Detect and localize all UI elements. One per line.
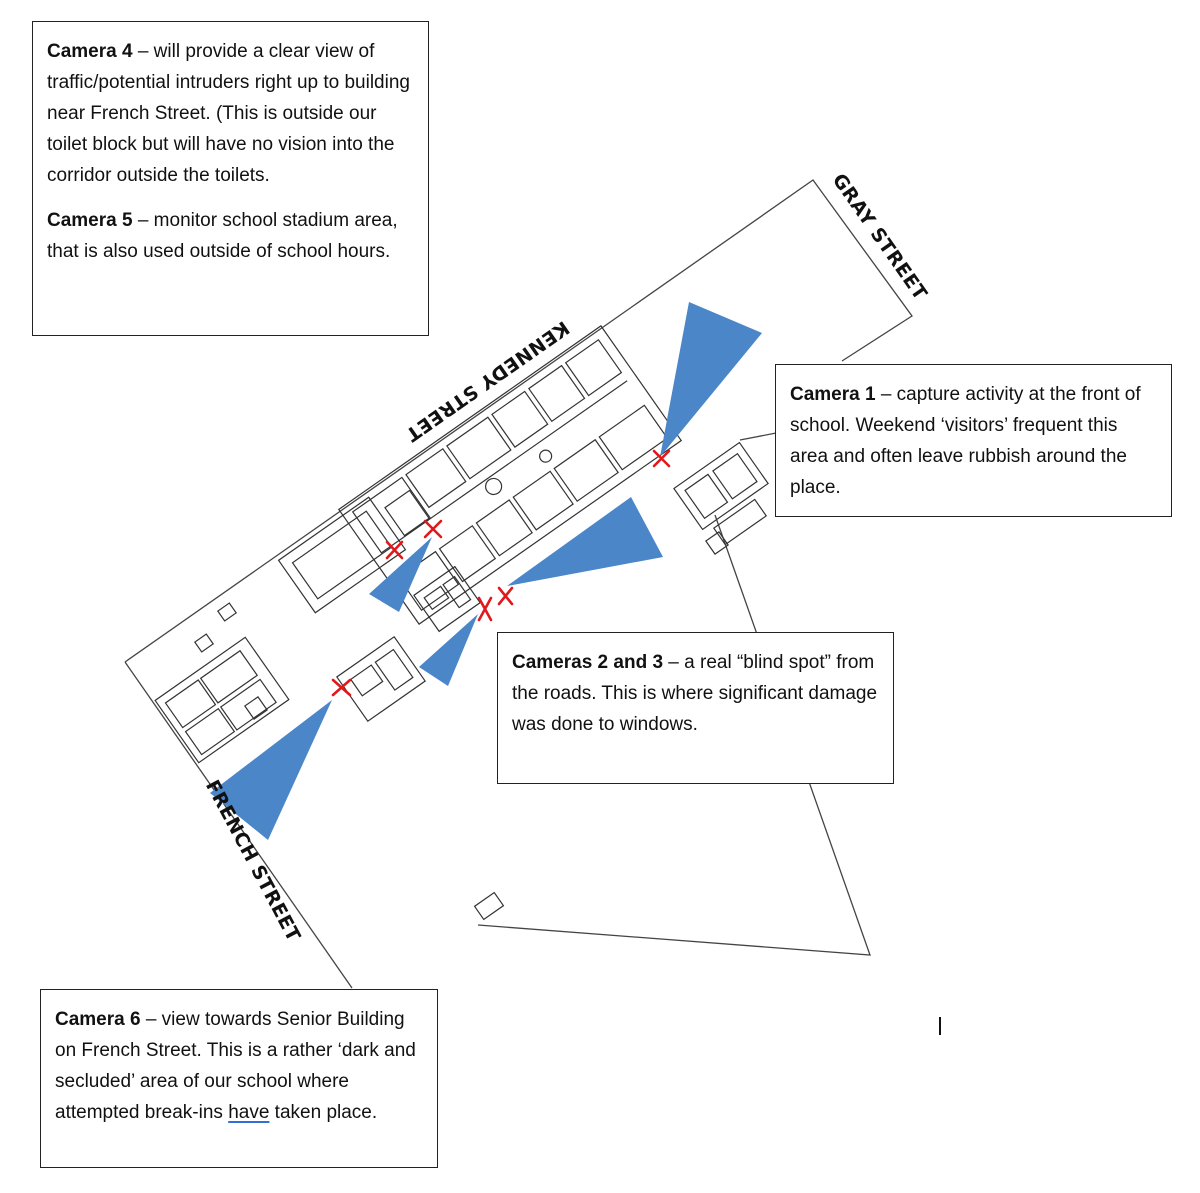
camera-markers xyxy=(331,449,671,697)
camera-1-marker xyxy=(652,449,671,468)
camera-1-text: – capture activity at the front of schoo… xyxy=(790,384,1141,498)
text-cursor xyxy=(939,1017,941,1035)
camera-5-label: Camera 5 xyxy=(47,210,133,231)
camera-2-cone xyxy=(507,497,663,586)
camera-1-cone xyxy=(660,302,762,457)
buildings xyxy=(154,325,769,921)
cameras-2-3-text: – a real “blind spot” from the roads. Th… xyxy=(512,652,878,735)
camera-6-text: – view towards Senior Building on French… xyxy=(55,1009,416,1123)
camera-4-5-note: Camera 4 – will provide a clear view of … xyxy=(32,21,429,336)
camera-6-description: Camera 6 – view towards Senior Building … xyxy=(55,1004,423,1128)
cameras-2-3-description: Cameras 2 and 3 – a real “blind spot” fr… xyxy=(512,647,879,740)
camera-6-cone xyxy=(210,700,332,840)
camera-5-text: – monitor school stadium area, that is a… xyxy=(47,210,398,262)
camera-6-marker xyxy=(331,678,352,697)
cameras-2-3-note: Cameras 2 and 3 – a real “blind spot” fr… xyxy=(497,632,894,784)
cameras-2-3-label: Cameras 2 and 3 xyxy=(512,652,664,673)
camera-4-label: Camera 4 xyxy=(47,41,133,62)
camera-6-note: Camera 6 – view towards Senior Building … xyxy=(40,989,438,1168)
camera-4-description: Camera 4 – will provide a clear view of … xyxy=(47,36,414,191)
spellcheck-underlined-word: have xyxy=(228,1102,270,1123)
camera-3-cone xyxy=(419,614,478,686)
camera-1-description: Camera 1 – capture activity at the front… xyxy=(790,379,1157,503)
camera-4-marker xyxy=(423,519,443,539)
camera-5-description: Camera 5 – monitor school stadium area, … xyxy=(47,205,414,267)
camera-6-label: Camera 6 xyxy=(55,1009,141,1030)
camera-coverage-cones xyxy=(210,302,762,840)
camera-1-label: Camera 1 xyxy=(790,384,876,405)
camera-5-marker xyxy=(385,540,404,560)
camera-6-text-end: taken place. xyxy=(269,1102,378,1123)
camera-3-marker xyxy=(477,596,493,622)
camera-2-marker xyxy=(497,586,514,606)
camera-4-text: – will provide a clear view of traffic/p… xyxy=(47,41,410,186)
camera-4-cone xyxy=(369,537,432,612)
camera-1-note: Camera 1 – capture activity at the front… xyxy=(775,364,1172,517)
